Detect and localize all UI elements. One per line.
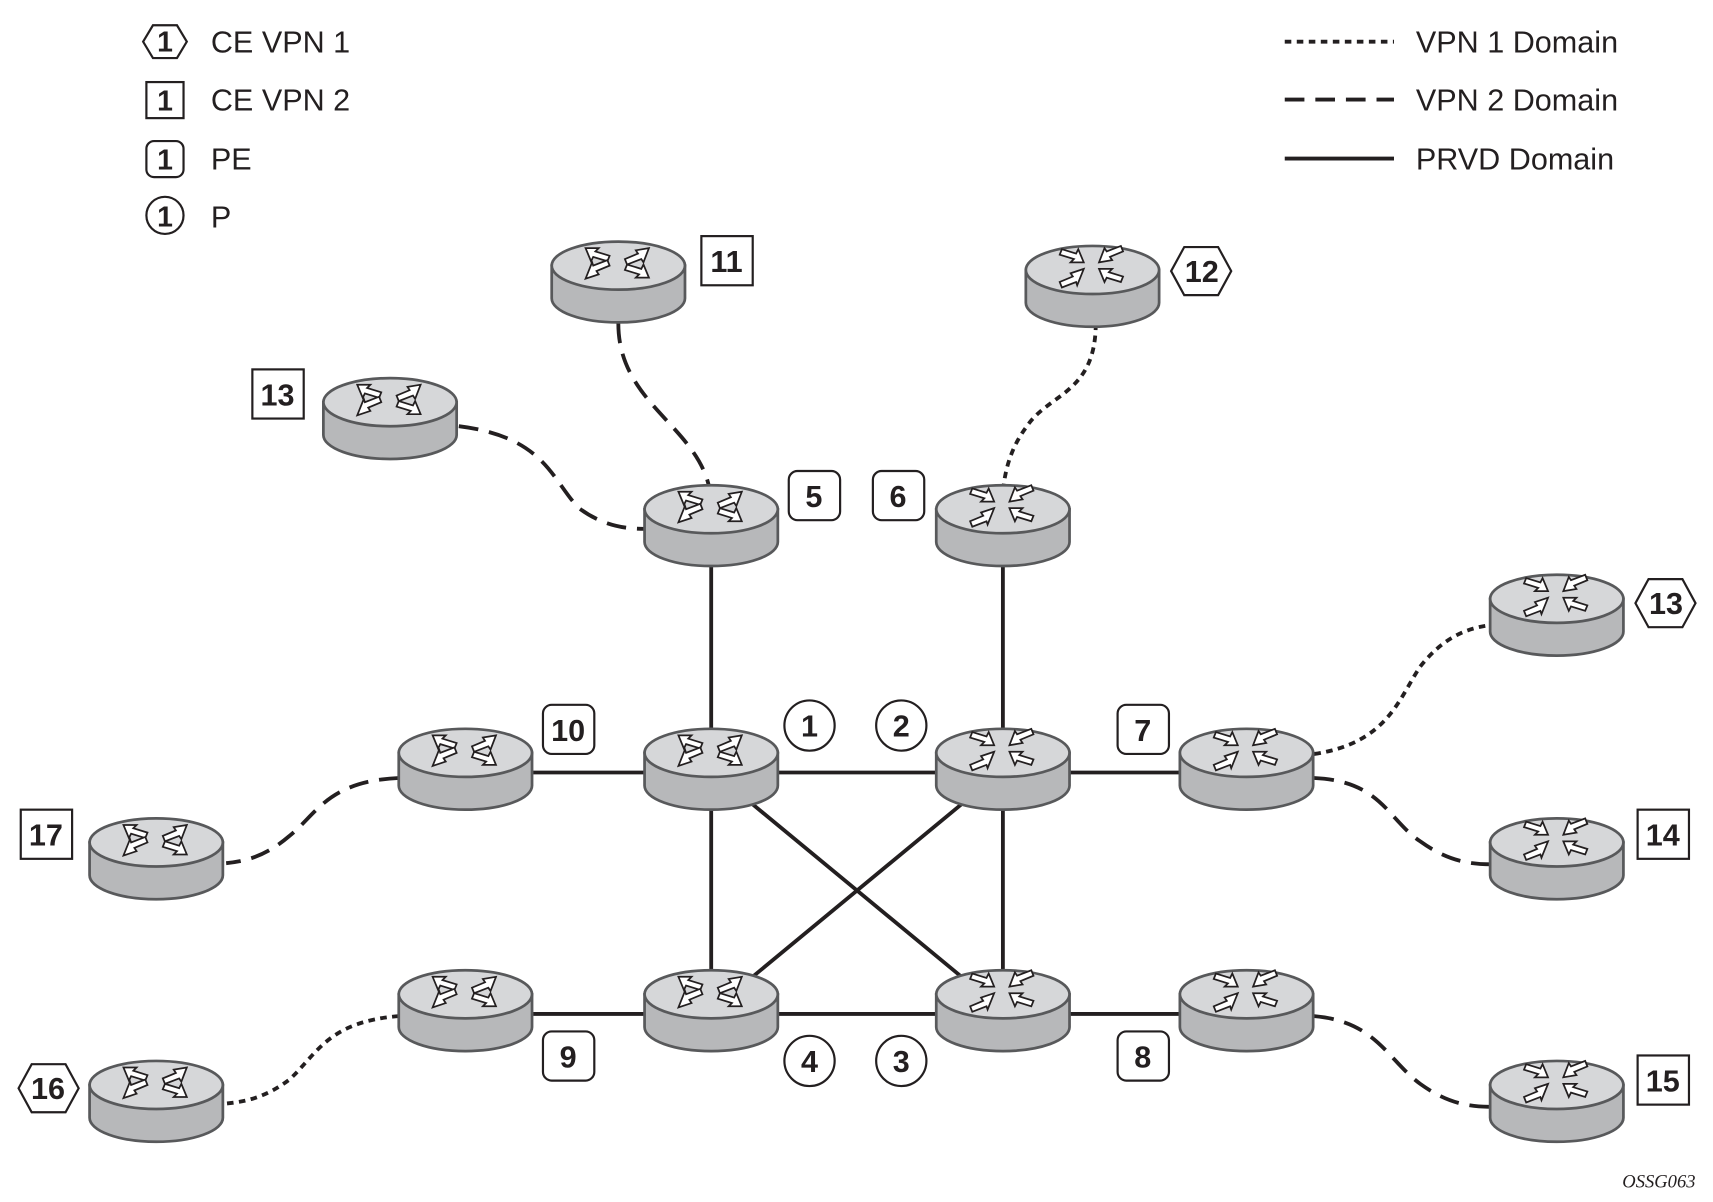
router-icon-pe8[interactable]	[1178, 968, 1315, 1053]
router-icon-ce12[interactable]	[1024, 244, 1161, 329]
node-label-ce12: 12	[1169, 245, 1233, 297]
legend-item-prvd-domain: PRVD Domain	[1284, 142, 1614, 176]
node-label-pe6: 6	[871, 469, 926, 522]
link-ce12-pe6	[1000, 323, 1098, 492]
square-icon	[145, 80, 185, 120]
router-icon-p3[interactable]	[934, 968, 1071, 1053]
router-icon-ce13-left[interactable]	[322, 376, 459, 461]
links	[225, 323, 1492, 1109]
svg-text:13: 13	[1649, 587, 1683, 621]
legend-label: VPN 1 Domain	[1416, 26, 1618, 60]
legend-label: VPN 2 Domain	[1416, 83, 1618, 117]
svg-text:3: 3	[893, 1045, 910, 1079]
svg-text:1: 1	[801, 709, 818, 743]
router-icon-pe6[interactable]	[934, 483, 1071, 568]
node-label-pe10: 10	[541, 703, 596, 756]
figure-id: OSSG063	[1622, 1172, 1695, 1193]
link-pe10-ce17	[225, 776, 399, 866]
legend-item-ce-vpn1: 1 CE VPN 1	[141, 24, 350, 60]
router-icon-ce17[interactable]	[88, 817, 225, 901]
svg-text:17: 17	[29, 819, 63, 853]
svg-text:11: 11	[710, 245, 742, 279]
svg-text:2: 2	[893, 709, 910, 743]
svg-text:16: 16	[31, 1072, 65, 1106]
svg-text:1: 1	[157, 201, 173, 233]
legend-link-types: VPN 1 Domain VPN 2 Domain PRVD Domain	[1284, 26, 1618, 176]
legend-item-vpn1-domain: VPN 1 Domain	[1284, 26, 1618, 60]
router-icon-p4[interactable]	[643, 968, 780, 1053]
node-label-p1: 1	[783, 699, 836, 752]
node-label-ce14: 14	[1636, 808, 1691, 860]
node-label-p4: 4	[783, 1034, 836, 1088]
router-icon-pe7[interactable]	[1178, 727, 1315, 812]
link-pe8-ce15	[1314, 1014, 1492, 1109]
node-label-ce11: 11	[700, 235, 754, 287]
legend-item-ce-vpn2: 1 CE VPN 2	[145, 80, 350, 120]
link-ce13-pe5	[458, 424, 645, 531]
legend-label: CE VPN 2	[211, 83, 350, 117]
legend-label: PRVD Domain	[1416, 142, 1614, 176]
legend-label: PE	[211, 142, 252, 176]
link-pe7-ce14	[1314, 776, 1492, 867]
router-icon-pe10[interactable]	[397, 727, 534, 812]
svg-text:1: 1	[157, 85, 173, 117]
circle-icon	[145, 195, 185, 236]
router-icon-p2[interactable]	[934, 727, 1071, 812]
svg-text:5: 5	[805, 480, 822, 514]
node-label-pe8: 8	[1116, 1030, 1171, 1082]
svg-text:6: 6	[890, 480, 907, 514]
router-icon-pe5[interactable]	[643, 483, 780, 568]
node-label-ce17: 17	[19, 808, 74, 860]
svg-text:7: 7	[1134, 714, 1151, 748]
svg-text:9: 9	[560, 1040, 577, 1074]
legend-node-types: 1 CE VPN 1 1 CE VPN 2 1 PE 1 P	[141, 24, 350, 236]
link-pe7-ce13	[1313, 623, 1492, 756]
node-label-p2: 2	[875, 699, 928, 752]
svg-text:1: 1	[157, 144, 173, 176]
node-label-ce16: 16	[17, 1063, 80, 1114]
svg-text:13: 13	[260, 378, 294, 412]
legend-label: CE VPN 1	[211, 26, 350, 60]
router-icon-pe9[interactable]	[397, 968, 534, 1053]
svg-text:8: 8	[1134, 1040, 1151, 1074]
link-ce11-pe5	[616, 323, 712, 493]
legend-item-vpn2-domain: VPN 2 Domain	[1284, 83, 1618, 117]
node-labels: 11 12 13 5 6 13 10	[17, 235, 1697, 1114]
legend-label: P	[211, 200, 231, 234]
svg-text:14: 14	[1646, 819, 1680, 853]
svg-text:1: 1	[157, 26, 173, 58]
node-label-pe9: 9	[541, 1030, 596, 1082]
router-icon-ce13-right[interactable]	[1488, 573, 1625, 657]
svg-text:10: 10	[551, 714, 585, 748]
node-label-p3: 3	[875, 1034, 928, 1088]
legend-item-pe: 1 PE	[145, 139, 252, 179]
svg-text:4: 4	[801, 1045, 818, 1079]
rounded-square-icon	[145, 139, 185, 179]
node-label-ce13-right: 13	[1634, 578, 1697, 629]
node-label-pe5: 5	[787, 469, 842, 522]
node-label-ce13-left: 13	[251, 368, 305, 420]
link-p2-p4	[746, 798, 969, 983]
router-icon-ce16[interactable]	[88, 1059, 225, 1144]
router-icon-ce11[interactable]	[550, 240, 687, 324]
legend-item-p: 1 P	[145, 195, 231, 236]
router-icon-p1[interactable]	[643, 727, 780, 812]
node-label-ce15: 15	[1636, 1054, 1691, 1106]
router-icon-ce15[interactable]	[1488, 1059, 1625, 1144]
link-pe9-ce16	[225, 1014, 399, 1106]
svg-text:12: 12	[1185, 255, 1219, 289]
router-icon-ce14[interactable]	[1488, 817, 1625, 901]
hexagon-icon	[141, 24, 189, 60]
svg-text:15: 15	[1646, 1065, 1680, 1099]
node-label-pe7: 7	[1116, 703, 1171, 756]
routers	[88, 240, 1625, 1144]
